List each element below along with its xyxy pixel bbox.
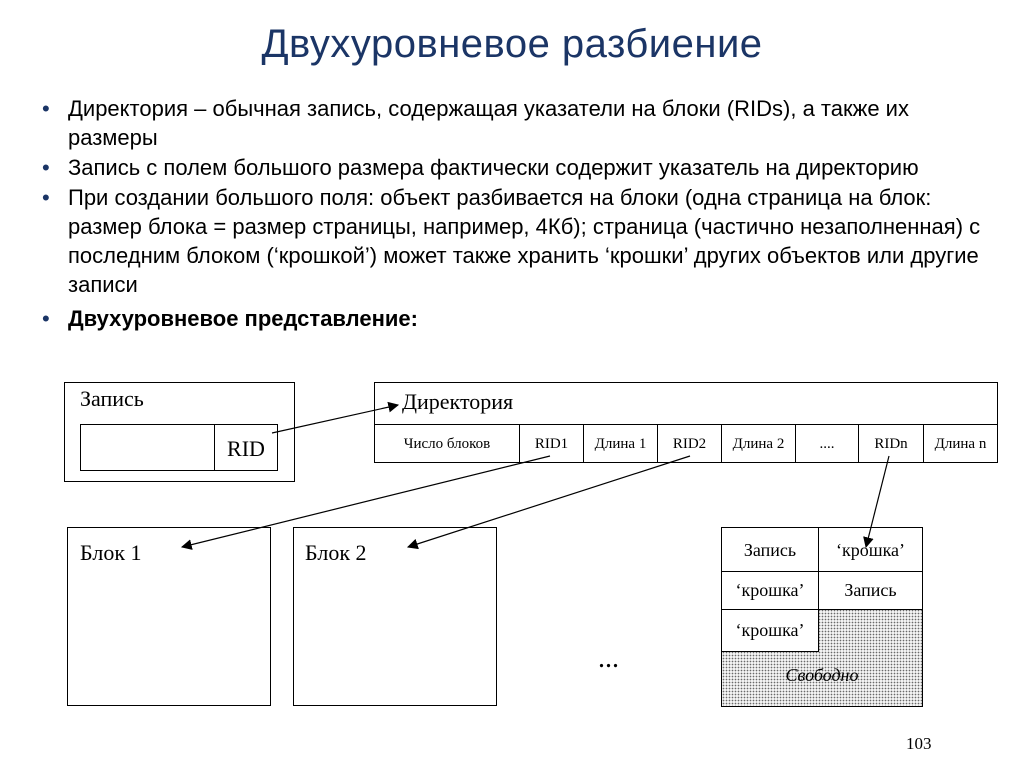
ellipsis: ... — [598, 643, 619, 674]
block-2-box — [293, 527, 497, 706]
directory-cell: RID1 — [520, 425, 584, 463]
bullet-item: • Директория – обычная запись, содержащая… — [40, 94, 1000, 152]
directory-cell: .... — [796, 425, 859, 463]
arrow-rid2-to-block2 — [406, 455, 691, 550]
block-1-label: Блок 1 — [80, 540, 142, 565]
directory-cell: Длина 2 — [722, 425, 796, 463]
page-cell-label: ‘крошка’ — [735, 620, 805, 640]
rid-label: RID — [227, 436, 265, 461]
bullet-dot-icon: • — [42, 306, 50, 331]
bullet-item: • При создании большого поля: объект разб… — [40, 183, 1000, 299]
directory-divider — [374, 424, 998, 425]
rid-cell — [214, 424, 278, 471]
bullet-dot-icon: • — [42, 96, 50, 121]
directory-label: Директория — [402, 389, 514, 414]
bullet-text: Запись с полем большого размера фактичес… — [68, 155, 919, 180]
page-title: Двухуровневое разбиение — [261, 22, 763, 66]
directory-cell: Длина n — [934, 435, 987, 452]
bullet-item: • Запись с полем большого размера фактиче… — [40, 153, 1000, 182]
bullet-text: Директория – обычная запись, содержащая … — [68, 96, 909, 150]
bullet-item: • Двухуровневое представление: — [40, 304, 1000, 333]
record-label: Запись — [80, 386, 144, 411]
bullet-text: При создании большого поля: объект разби… — [68, 185, 981, 297]
page-cell-label: ‘крошка’ — [735, 580, 805, 600]
directory-cell: RIDn — [859, 425, 924, 463]
page-cell-label: Запись — [743, 540, 797, 560]
bullet-dot-icon: • — [42, 155, 50, 180]
bullet-text: Двухуровневое представление: — [68, 306, 418, 331]
directory-box — [374, 382, 998, 463]
free-area-upper — [818, 609, 923, 652]
page-number: 103 — [906, 734, 932, 753]
bullet-dot-icon: • — [42, 185, 50, 210]
page-cell-label: Запись — [844, 580, 897, 600]
page-cell-label: ‘крошка’ — [835, 540, 906, 560]
block-2-label: Блок 2 — [305, 540, 367, 565]
bullet-list: • Директория – обычная запись, содержащая… — [40, 94, 1000, 334]
page-cell-record — [818, 571, 923, 610]
arrow-rid1-to-block1 — [180, 455, 551, 550]
directory-cell: RID2 — [658, 425, 722, 463]
free-area — [721, 651, 923, 707]
directory-cell: Число блоков — [375, 425, 520, 463]
free-label: Свободно — [785, 665, 859, 685]
directory-cell: Длина 1 — [584, 425, 658, 463]
block-1-box — [67, 527, 271, 706]
arrow-ridn-to-crumb — [863, 455, 890, 549]
record-box — [64, 382, 295, 482]
page-cell-crumb — [721, 609, 819, 652]
arrow-record-to-directory — [271, 401, 400, 434]
